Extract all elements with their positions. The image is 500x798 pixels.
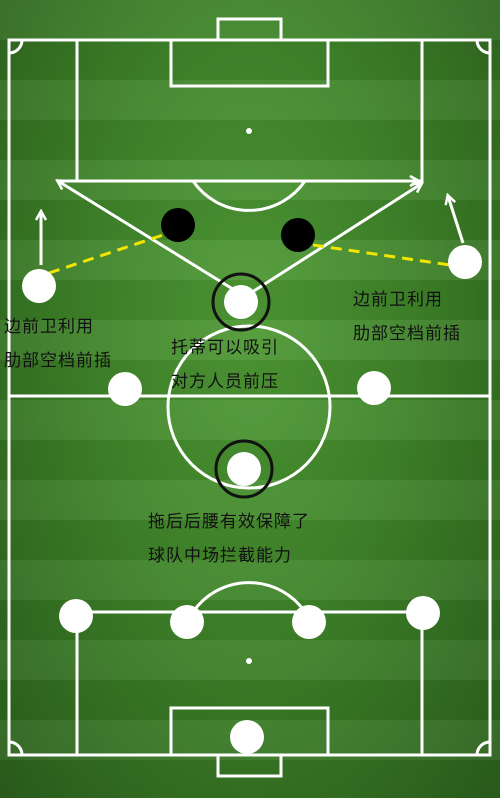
bottom-penalty-spot bbox=[246, 658, 252, 664]
note-line: 对方人员前压 bbox=[171, 372, 279, 392]
note-line: 肋部空档前插 bbox=[353, 324, 461, 344]
bottom-penalty-arc bbox=[191, 581, 307, 613]
player-attacking-mid bbox=[224, 285, 258, 319]
player-left-center-back bbox=[170, 605, 204, 639]
note-attacking-mid: 托蒂可以吸引 对方人员前压 bbox=[171, 331, 279, 399]
highlight-ring-attacking-mid bbox=[211, 272, 271, 332]
note-line: 边前卫利用 bbox=[4, 317, 94, 337]
top-goal bbox=[216, 17, 283, 42]
player-left-wing bbox=[22, 269, 56, 303]
dashed-line-left bbox=[48, 232, 167, 275]
pitch-lines bbox=[7, 17, 492, 778]
note-defensive-mid: 拖后后腰有效保障了 球队中场拦截能力 bbox=[148, 505, 310, 573]
player-goalkeeper bbox=[230, 720, 264, 754]
opponent-marker-left bbox=[161, 208, 195, 242]
corner-arc-bottom-right bbox=[475, 740, 491, 756]
note-line: 托蒂可以吸引 bbox=[171, 338, 279, 358]
highlight-ring-defensive-mid bbox=[214, 439, 274, 499]
corner-arc-top-right bbox=[475, 39, 491, 55]
player-right-wing bbox=[448, 245, 482, 279]
run-arrow-right-wing bbox=[448, 196, 465, 244]
note-line: 拖后后腰有效保障了 bbox=[148, 512, 310, 532]
movement-arrows bbox=[41, 181, 465, 298]
player-left-mid bbox=[108, 372, 142, 406]
center-circle bbox=[166, 324, 332, 490]
player-right-mid bbox=[357, 371, 391, 405]
pass-arrow-right bbox=[245, 184, 421, 298]
top-penalty-spot bbox=[246, 128, 252, 134]
players bbox=[22, 245, 482, 754]
player-right-center-back bbox=[292, 605, 326, 639]
opponent-marker-right bbox=[281, 218, 315, 252]
player-defensive-mid bbox=[227, 452, 261, 486]
dashed-run-lines bbox=[48, 232, 451, 275]
note-left-fullback: 边前卫利用 肋部空档前插 bbox=[4, 310, 112, 378]
top-penalty-area bbox=[75, 38, 424, 183]
corner-arc-top-left bbox=[8, 39, 24, 55]
bottom-goal bbox=[216, 753, 283, 778]
player-left-back bbox=[59, 599, 93, 633]
note-line: 肋部空档前插 bbox=[4, 351, 112, 371]
top-goal-area bbox=[169, 38, 330, 88]
note-right-fullback: 边前卫利用 肋部空档前插 bbox=[353, 283, 461, 351]
player-right-back bbox=[406, 596, 440, 630]
corner-arc-bottom-left bbox=[8, 740, 24, 756]
dashed-line-right bbox=[312, 243, 451, 267]
note-line: 边前卫利用 bbox=[353, 290, 443, 310]
note-line: 球队中场拦截能力 bbox=[148, 546, 292, 566]
pass-arrow-left bbox=[58, 181, 245, 298]
top-penalty-arc bbox=[191, 180, 307, 212]
